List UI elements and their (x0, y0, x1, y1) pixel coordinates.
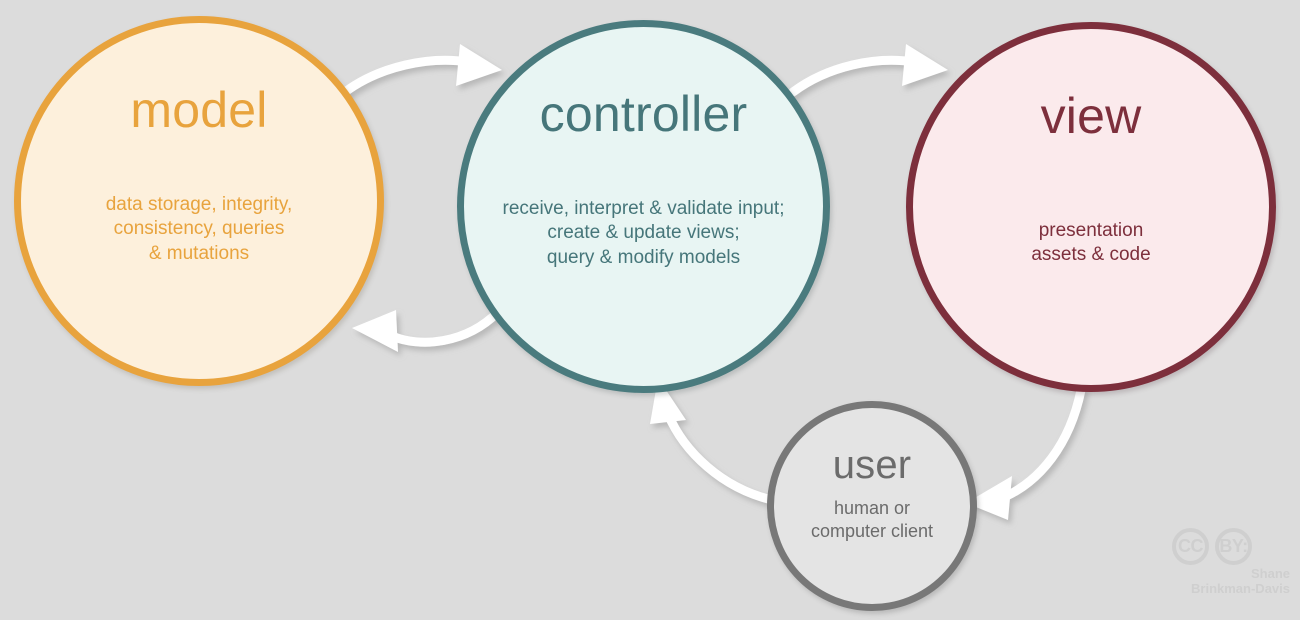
node-user[interactable]: user human or computer client (767, 401, 977, 611)
node-controller-description-line: create & update views; (547, 222, 740, 244)
arrow-user-to-controller (650, 378, 777, 505)
node-model-title: model (130, 82, 268, 138)
arrow-controller-to-model (352, 307, 503, 352)
node-view-description-line: presentation (1038, 220, 1144, 241)
cc-marks: CC BY: (1172, 528, 1290, 565)
node-user-description: human or computer client (811, 497, 933, 543)
arrow-model-to-controller (340, 44, 502, 97)
author-credit-line: Brinkman-Davis (1191, 580, 1290, 596)
node-controller[interactable]: controller receive, interpret & validate… (457, 20, 830, 393)
arrow-view-to-user (966, 385, 1086, 520)
node-view[interactable]: view presentation assets & code (906, 22, 1276, 392)
node-user-description-line: human or (833, 498, 911, 518)
author-credit: Shane Brinkman-Davis (1172, 566, 1290, 597)
node-model-description: data storage, integrity, consistency, qu… (106, 193, 293, 266)
node-user-description-line: computer client (810, 521, 934, 542)
node-model-description-line: consistency, queries (113, 218, 285, 240)
node-controller-title: controller (539, 86, 748, 142)
node-view-description: presentation assets & code (1031, 219, 1150, 268)
creative-commons-icon: CC (1172, 528, 1209, 565)
node-view-description-line: assets & code (1031, 244, 1151, 266)
node-model-description-line: data storage, integrity, (105, 194, 293, 215)
creative-commons-badge: CC BY: Shane Brinkman-Davis (1172, 528, 1290, 606)
node-view-title: view (1040, 88, 1142, 144)
node-controller-description: receive, interpret & validate input; cre… (503, 197, 785, 270)
node-controller-description-line: query & modify models (546, 246, 741, 268)
node-model-description-line: & mutations (148, 242, 250, 264)
node-controller-description-line: receive, interpret & validate input; (502, 198, 785, 219)
author-credit-line: Shane (1250, 566, 1290, 581)
attribution-icon: BY: (1215, 528, 1252, 565)
arrow-controller-to-view (788, 44, 948, 97)
node-model[interactable]: model data storage, integrity, consisten… (14, 16, 384, 386)
node-user-title: user (832, 443, 912, 487)
